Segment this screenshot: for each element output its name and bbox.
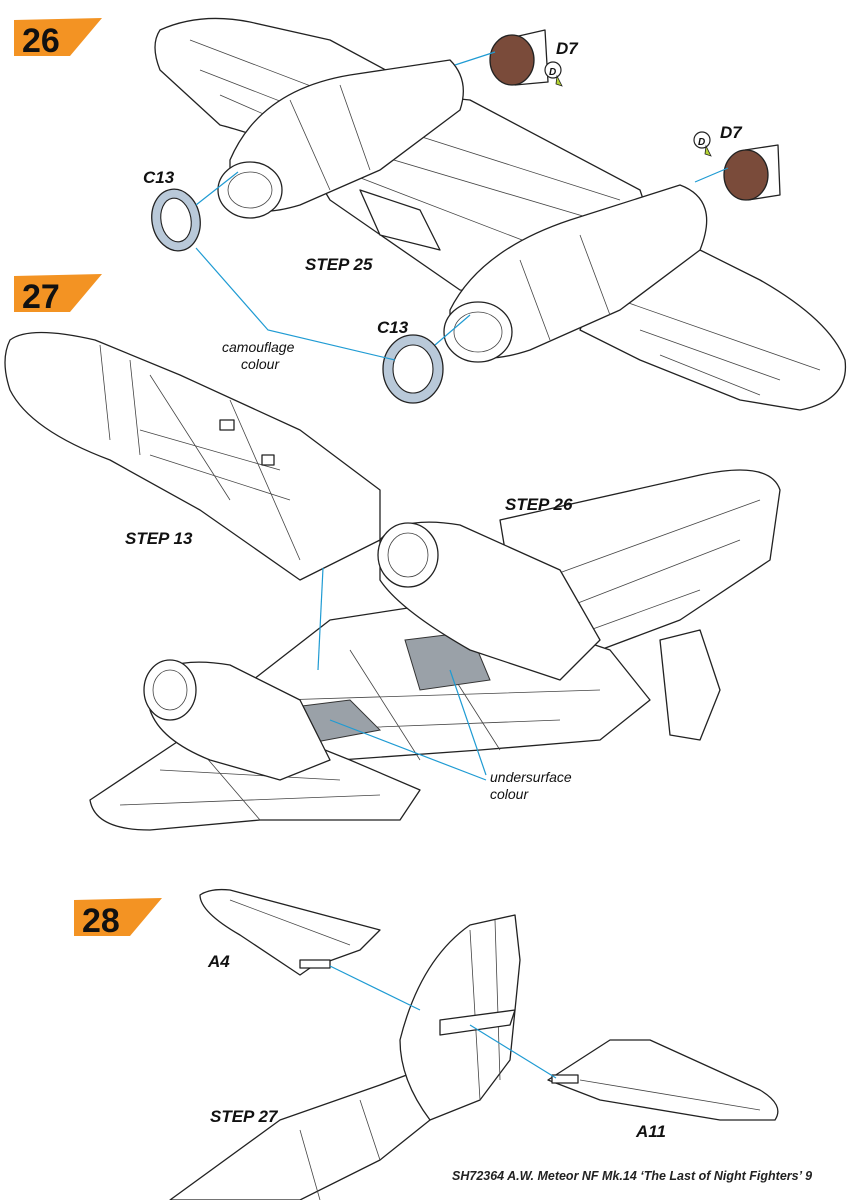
left-intake-under	[143, 659, 197, 721]
step-number-28: 28	[82, 902, 120, 940]
leader-lines-step28	[329, 965, 557, 1079]
part-d7-upper	[489, 29, 549, 86]
svg-text:D: D	[698, 137, 705, 148]
step-number-26: 26	[22, 22, 60, 60]
label-step13: STEP 13	[125, 529, 193, 548]
label-step27: STEP 27	[210, 1107, 279, 1126]
label-a11: A11	[635, 1122, 666, 1141]
step-badge-28: 28	[74, 898, 162, 940]
step-badge-26: 26	[14, 18, 102, 60]
aircraft-under-view	[89, 469, 781, 831]
part-a4-stabilizer	[199, 888, 381, 976]
fuselage-nose-assembly	[4, 331, 381, 581]
cockpit-frame-top	[359, 189, 441, 251]
sprue-badge-d-lower: D	[693, 131, 712, 157]
nozzle-d7-lower	[723, 149, 769, 201]
aircraft-top-view	[154, 17, 847, 411]
label-a4: A4	[207, 952, 230, 971]
part-c13-left	[151, 188, 201, 252]
page-footer: SH72364 A.W. Meteor NF Mk.14 ‘The Last o…	[452, 1169, 813, 1183]
label-c13-left: C13	[143, 168, 175, 187]
tailplane-under	[659, 629, 721, 741]
label-c13-right: C13	[377, 318, 409, 337]
nose-fuselage	[4, 331, 381, 581]
left-intake-top	[217, 161, 283, 219]
right-intake-under	[377, 522, 439, 588]
step-badge-28-flag	[74, 898, 162, 936]
step-badge-27: 27	[14, 274, 102, 316]
nozzle-d7-upper	[489, 34, 535, 86]
label-d7-upper: D7	[556, 39, 579, 58]
step-number-27: 27	[22, 278, 60, 316]
leader-lines-step27	[317, 567, 487, 781]
right-intake-top	[443, 301, 513, 363]
tail-assembly	[169, 888, 779, 1200]
rear-fuselage	[169, 1069, 431, 1200]
leader-lines-step26	[195, 51, 729, 361]
svg-text:D: D	[549, 67, 556, 78]
sprue-badge-d-upper: D	[544, 61, 563, 87]
fin-slot	[439, 1009, 516, 1036]
step-badge-27-flag	[14, 274, 102, 312]
part-a11-stabilizer	[547, 1039, 779, 1121]
part-c13-right	[382, 334, 444, 404]
note-undersurface-line1: undersurface	[490, 769, 572, 785]
note-camouflage-line2: colour	[241, 356, 280, 372]
label-step25: STEP 25	[305, 255, 373, 274]
step-badge-26-flag	[14, 18, 102, 56]
part-d7-lower	[723, 144, 781, 201]
label-d7-lower: D7	[720, 123, 743, 142]
note-camouflage-line1: camouflage	[222, 339, 295, 355]
label-step26: STEP 26	[505, 495, 573, 514]
note-undersurface-line2: colour	[490, 786, 529, 802]
